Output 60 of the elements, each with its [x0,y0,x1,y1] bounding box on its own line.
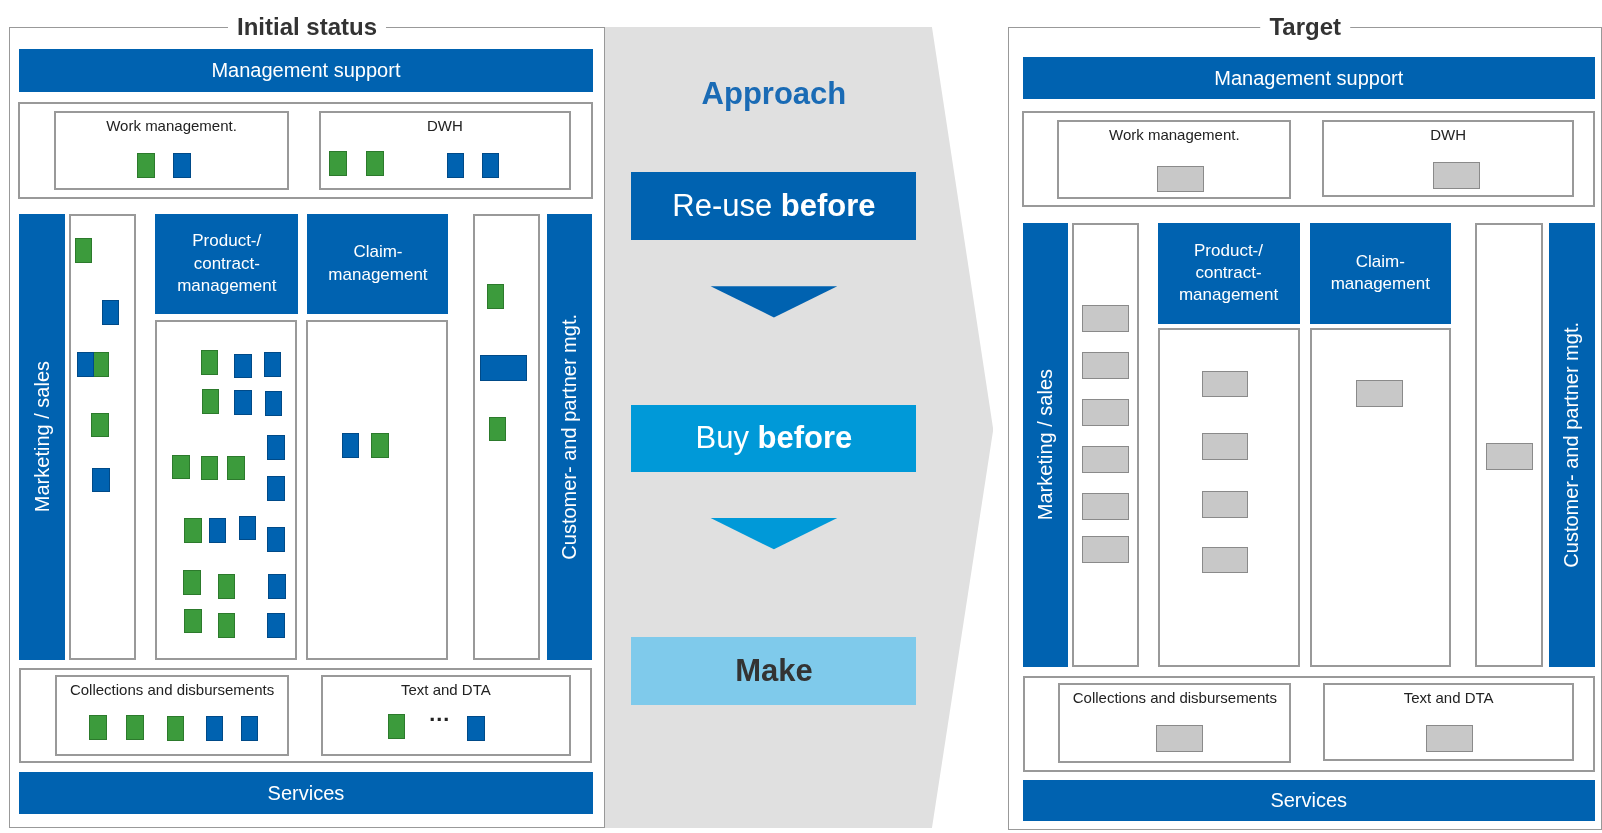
chevron-arrow [710,518,838,550]
component-box [54,111,290,190]
layer-title: Services [267,781,345,805]
frame-box [69,213,136,660]
component-box [320,675,572,756]
component-box [1321,120,1575,198]
component-title: Collections and disbursements [1071,689,1278,707]
frame-box [19,668,592,764]
component-title: Text and DTA [1402,689,1495,707]
ellipsis-text: … [428,701,451,728]
frame-box [473,213,541,660]
module-title: Claim- management [1329,251,1431,296]
layer-title: Customer- and partner mgt. [557,313,581,560]
frame-box [18,102,593,200]
frame-box [1157,327,1300,668]
vertical-layer-bar [19,213,66,660]
layer-title: Management support [211,58,401,82]
frame-box [1021,111,1595,208]
component-title: Collections and disbursements [68,681,276,699]
layer-title: Services [1270,788,1348,812]
component-box [1323,683,1575,762]
component-title: Text and DTA [400,681,492,699]
module-header [1309,222,1451,324]
layer-bar [1022,57,1595,100]
layer-bar [1022,779,1595,822]
module-title: Product-/ contract- management [176,230,278,297]
vertical-layer-bar [1022,222,1068,668]
chevron-arrow [710,286,838,318]
approach-step [631,171,917,241]
module-header [155,213,299,314]
module-title: Claim- management [327,241,429,286]
layer-title: Marketing / sales [1033,369,1057,521]
layer-bar [19,49,593,92]
vertical-layer-bar [546,213,592,660]
module-header [307,213,449,314]
frame-box [306,319,449,660]
layer-title: Management support [1214,66,1404,90]
component-title: DWH [425,117,464,135]
step-title: Re-use before [672,187,876,224]
module-header [1157,222,1300,324]
layer-bar [19,772,593,815]
component-title: DWH [1429,126,1468,144]
component-box [318,111,572,190]
layer-title: Marketing / sales [30,361,54,513]
layer-title: Customer- and partner mgt. [1560,322,1584,568]
approach-step [631,404,917,472]
component-box [1057,120,1292,200]
approach-arrow [604,26,994,828]
component-title: Work management. [1108,126,1241,144]
component-box [1058,683,1292,764]
frame-box [1022,676,1595,773]
step-title: Buy before [695,420,853,457]
frame-box [1309,327,1451,668]
vertical-layer-bar [1548,222,1595,668]
step-title: Make [735,652,813,689]
frame-box [1475,222,1543,668]
component-title: Work management. [105,117,238,135]
approach-title: Approach [700,75,848,112]
approach-step [631,636,917,705]
module-title: Product-/ contract- management [1177,240,1280,307]
